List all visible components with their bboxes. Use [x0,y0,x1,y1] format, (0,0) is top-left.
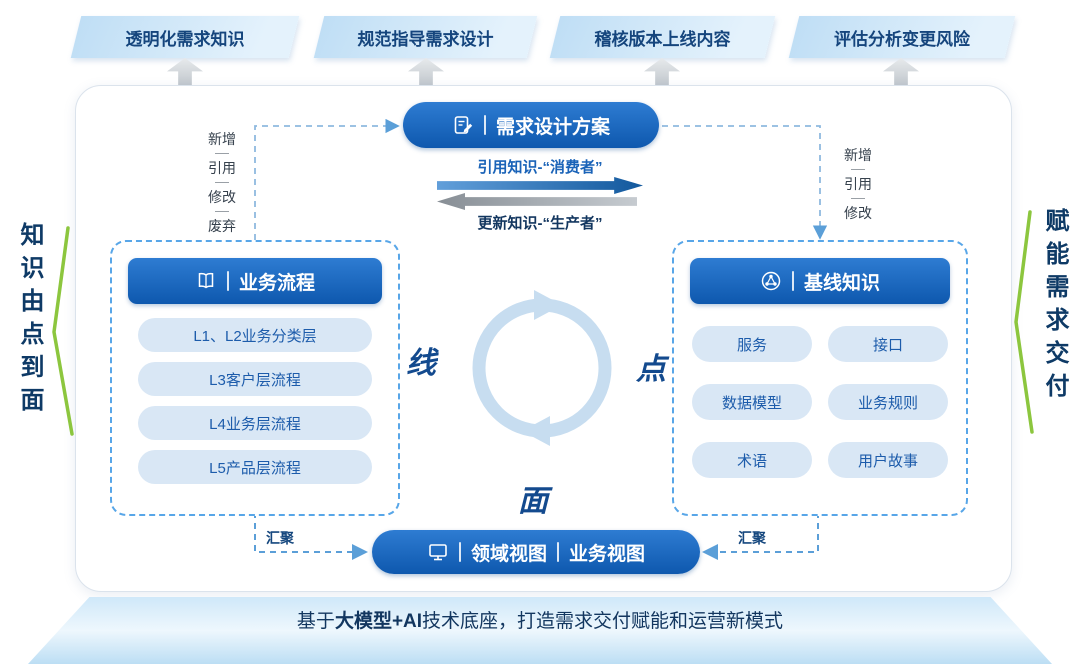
banner-label: 规范指导需求设计 [357,29,494,49]
network-circle-icon [760,270,782,292]
business-process-header: 业务流程 [128,258,382,304]
cycle-label-line: 线 [406,347,436,380]
right-operations-list: 新增 引用 修改 [828,146,888,222]
process-layer-item: L5产品层流程 [138,450,372,484]
caption-empower-delivery: 赋能需求交付 [1041,208,1068,406]
business-process-panel: 业务流程 L1、L2业务分类层 L3客户层流程 L4业务层流程 L5产品层流程 [110,240,400,516]
up-arrow-icon [883,58,919,87]
knowledge-asset-item: 服务 [692,326,812,362]
footer-banner: 基于大模型+AI技术底座，打造需求交付赋能和运营新模式 [28,597,1052,664]
knowledge-asset-item: 术语 [692,442,812,478]
dash-divider [215,153,229,154]
op-label: 修改 [208,189,236,205]
banner-label: 评估分析变更风险 [834,29,970,49]
footer-suffix: 技术底座，打造需求交付赋能和运营新模式 [422,611,784,632]
op-label: 修改 [844,205,872,221]
baseline-knowledge-panel: 基线知识 服务 接口 数据模型 业务规则 术语 用户故事 [672,240,968,516]
op-label: 新增 [844,147,872,163]
footer-prefix: 基于 [296,611,335,632]
consume-knowledge-label: 引用知识-“消费者” [477,159,603,176]
converge-label-left: 汇聚 [266,530,294,546]
up-arrow-icon [408,58,444,87]
domain-view-label: 领域视图 [470,543,547,565]
divider [791,271,794,291]
arrow-right-icon [437,177,643,194]
baseline-knowledge-title: 基线知识 [803,272,880,294]
business-process-title: 业务流程 [238,272,315,294]
knowledge-asset-grid: 服务 接口 数据模型 业务规则 术语 用户故事 [692,326,948,478]
monitor-icon [427,541,449,563]
divider [557,542,559,562]
op-label: 引用 [208,160,236,176]
views-pill: 领域视图 业务视图 [372,530,700,574]
produce-knowledge-label: 更新知识-“生产者” [477,215,603,232]
green-accent-left [52,226,74,436]
process-layer-item: L4业务层流程 [138,406,372,440]
up-arrow-icon [644,58,680,87]
green-accent-right [1014,210,1034,434]
banner-transparent-knowledge: 透明化需求知识 [76,16,294,58]
divider [483,115,486,135]
process-layer-item: L3客户层流程 [138,362,372,396]
op-label: 废弃 [208,218,236,234]
dash-divider [851,169,865,170]
cycle-arrow-icon [472,290,612,446]
converge-label-right: 汇聚 [738,530,766,546]
banner-label: 稽核版本上线内容 [594,29,731,49]
op-label: 引用 [844,176,872,192]
design-plan-pill: 需求设计方案 [403,102,659,148]
cycle-label-point: 点 [636,353,666,386]
caption-knowledge-point-to-surface: 知识由点到面 [16,222,43,420]
knowledge-asset-item: 用户故事 [828,442,948,478]
book-icon [195,270,217,292]
op-label: 新增 [208,131,236,147]
divider [458,542,461,562]
banner-change-risk: 评估分析变更风险 [794,16,1010,58]
dash-divider [215,182,229,183]
footer-highlight: 大模型+AI [334,611,423,632]
up-arrow-icon [167,58,203,87]
edit-document-icon [452,114,474,136]
divider [226,271,229,291]
arrow-left-icon [437,193,637,210]
cycle-label-surface: 面 [518,485,548,518]
business-view-label: 业务视图 [569,543,646,565]
left-operations-list: 新增 引用 修改 废弃 [192,130,252,235]
knowledge-asset-item: 数据模型 [692,384,812,420]
banner-audit-release: 稽核版本上线内容 [555,16,770,58]
process-layer-item: L1、L2业务分类层 [138,318,372,352]
baseline-knowledge-header: 基线知识 [690,258,950,304]
design-plan-title: 需求设计方案 [495,116,610,138]
dash-divider [215,211,229,212]
process-layer-list: L1、L2业务分类层 L3客户层流程 L4业务层流程 L5产品层流程 [138,318,372,484]
knowledge-asset-item: 接口 [828,326,948,362]
dash-divider [851,198,865,199]
knowledge-asset-item: 业务规则 [828,384,948,420]
footer-text: 基于大模型+AI技术底座，打造需求交付赋能和运营新模式 [297,606,783,664]
banner-label: 透明化需求知识 [125,29,245,49]
banner-guide-design: 规范指导需求设计 [319,16,532,58]
